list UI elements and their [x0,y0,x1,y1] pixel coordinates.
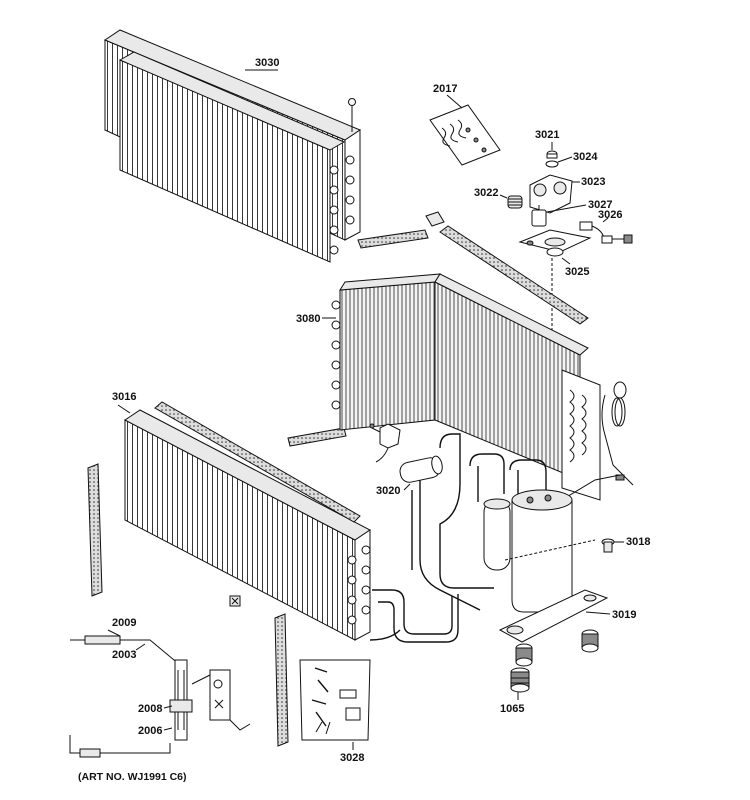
part-3027-capacitor [531,205,547,227]
label-3021: 3021 [535,129,559,141]
evaporator-end-plate [561,369,601,501]
grommet-3 [581,629,599,653]
coil-tube-bends [329,155,355,255]
part-3080-evaporator-coil [331,273,601,501]
part-3025-mount-plate [518,229,592,257]
label-2017: 2017 [433,83,457,95]
part-2017-wire-kit [429,104,501,166]
grommet-2 [515,643,533,667]
art-number: (ART NO. WJ1991 C6) [78,771,187,783]
label-3019: 3019 [612,609,636,621]
part-3024-washer [545,160,559,168]
part-1065-grommet [510,667,530,693]
part-3019-compressor [504,489,596,613]
label-3025: 3025 [565,266,589,278]
part-3023-bracket [529,174,573,214]
label-3030: 3030 [255,57,279,69]
seal-block-small [425,211,445,227]
part-3028-hardware-kit [299,659,371,741]
label-3026: 3026 [598,209,622,221]
overload-protector [369,423,401,463]
compressor-base-plate [498,589,609,643]
thermistor-bracket [169,659,251,741]
side-panel-right [274,613,289,747]
label-3024: 3024 [573,151,598,163]
label-2006: 2006 [138,725,162,737]
label-3018: 3018 [626,536,650,548]
label-2009: 2009 [112,617,136,629]
label-2003: 2003 [112,649,136,661]
evaporator-tube-bends [331,300,341,410]
label-3020: 3020 [376,485,400,497]
seal-strip-diagonal [439,225,589,325]
capillary-tube-coil [601,381,634,486]
part-3026-thermostat-harness [579,221,633,244]
compressor-suction-can [483,498,511,571]
seal-strip-long-diagonal [154,401,361,523]
small-clip [229,595,241,607]
part-3022-spring [507,195,523,209]
part-3020-accumulator [399,455,443,483]
label-3080: 3080 [296,313,320,325]
label-3023: 3023 [581,176,605,188]
condenser-tube-bends [347,545,371,625]
seal-strip-mid [287,427,347,447]
screw-icon [348,98,356,132]
label-3016: 3016 [112,391,136,403]
part-3021-nut [546,150,558,159]
part-3018-bolt [601,538,615,553]
label-2008: 2008 [138,703,162,715]
side-panel-left [87,463,103,597]
label-1065: 1065 [500,703,524,715]
seal-strip-top-left [357,229,429,249]
label-3028: 3028 [340,752,364,764]
part-3016-condenser-coil [124,409,371,641]
part-3030-lower-coil [118,51,355,263]
label-3027: 3027 [588,199,612,211]
part-2006-harness-cable [69,735,171,758]
label-3022: 3022 [474,187,498,199]
